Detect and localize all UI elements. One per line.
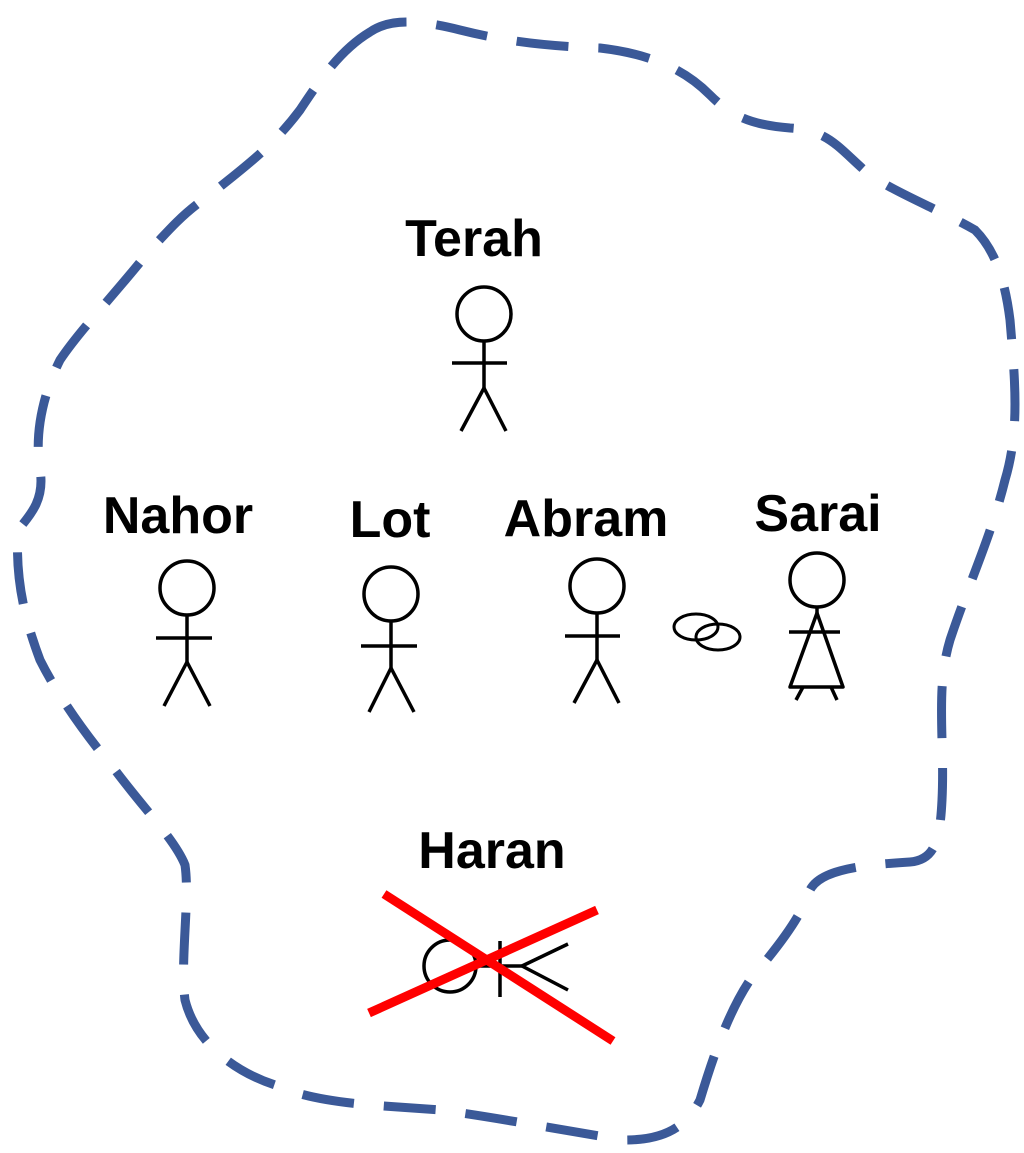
lot-label: Lot (350, 491, 431, 549)
wedding-rings-icon (672, 612, 742, 652)
nahor-figure-icon (156, 559, 216, 707)
sarai-figure-icon (788, 551, 846, 701)
lot-figure-icon (361, 565, 420, 713)
red-cross-out-icon (367, 890, 616, 1045)
dashed-boundary-outline (13, 17, 1020, 1145)
terah-figure-icon (452, 285, 513, 432)
abram-label: Abram (504, 490, 669, 548)
terah-label: Terah (405, 210, 543, 268)
abram-figure-icon (565, 557, 626, 704)
haran-label: Haran (418, 822, 565, 880)
sarai-label: Sarai (754, 485, 881, 543)
nahor-label: Nahor (103, 487, 253, 545)
